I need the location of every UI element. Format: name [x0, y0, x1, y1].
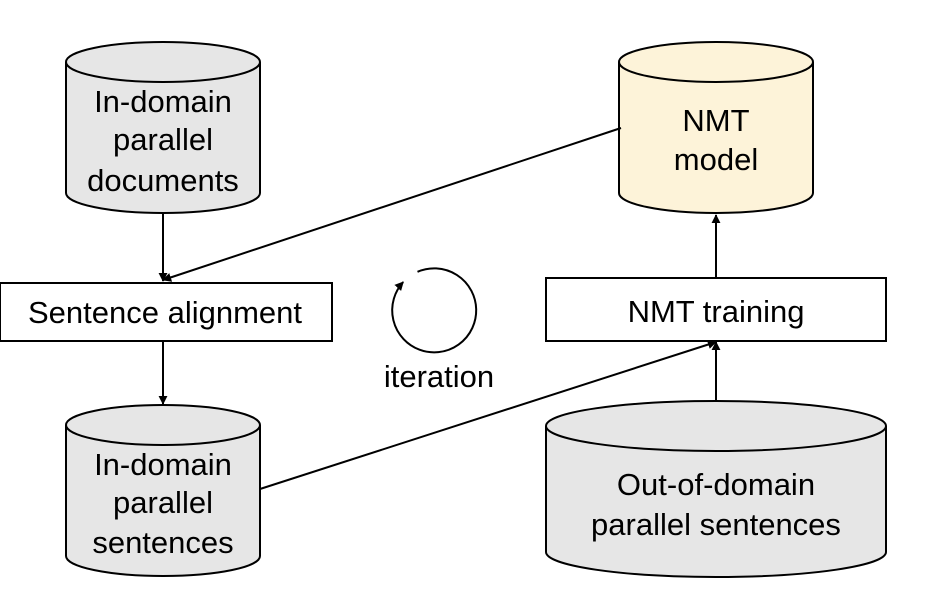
process-label: NMT training [628, 294, 805, 329]
circular-arrow-icon [391, 267, 478, 354]
store-label-line-1: Out-of-domain [617, 467, 815, 502]
store-label-line-1: NMT [682, 103, 749, 138]
process-label: Sentence alignment [28, 295, 302, 330]
sentence-alignment-box: Sentence alignment [0, 282, 333, 342]
process-box [545, 277, 887, 342]
store-label-line-3: documents [87, 163, 239, 198]
arrow-sentences-to-training [259, 340, 717, 490]
arrow-model-to-alignment [162, 127, 622, 282]
cylinder-body [545, 426, 887, 578]
store-label-line-2: model [674, 142, 758, 177]
store-label-line-2: parallel [113, 485, 213, 520]
cylinder-body [65, 425, 261, 577]
nmt-model-store: NMT model [618, 41, 814, 214]
nmt-training-box: NMT training [545, 277, 887, 342]
cylinder-top [545, 400, 887, 452]
cylinder-top [65, 404, 261, 446]
store-label-line-1: In-domain [94, 447, 232, 482]
store-label-line-3: sentences [92, 525, 233, 560]
in-domain-sentences-store: In-domain parallel sentences [65, 404, 261, 577]
store-label-line-2: parallel sentences [591, 507, 841, 542]
cylinder-top [618, 41, 814, 83]
cylinder-body [618, 62, 814, 214]
in-domain-documents-store: In-domain parallel documents [65, 41, 261, 214]
iteration-label: iteration [384, 359, 494, 394]
cylinder-body [65, 62, 261, 214]
out-of-domain-store: Out-of-domain parallel sentences [545, 400, 887, 578]
store-label-line-2: parallel [113, 122, 213, 157]
store-label-line-1: In-domain [94, 84, 232, 119]
cylinder-top [65, 41, 261, 83]
process-box [0, 282, 333, 342]
